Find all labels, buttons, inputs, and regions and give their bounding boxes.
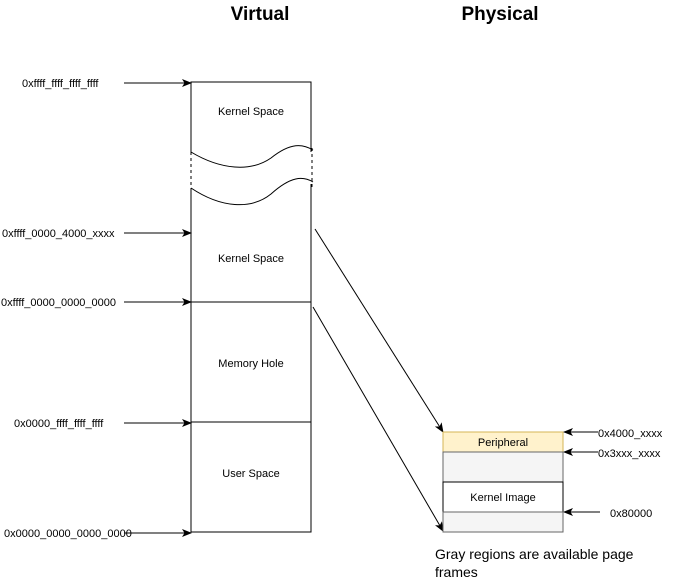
virtual-user-space: User Space	[190, 421, 312, 533]
user-space-label: User Space	[222, 468, 279, 480]
mapping-arrow-kernel	[312, 306, 444, 532]
physical-heading: Physical	[461, 4, 538, 25]
address-label-kernel-4000: 0xffff_0000_4000_xxxx	[2, 228, 115, 240]
phys-address-gray-top: 0x3xxx_xxxx	[598, 448, 661, 460]
physical-free-frames-upper	[442, 451, 564, 483]
kernel-space-top-label: Kernel Space	[218, 106, 284, 118]
address-space-break	[190, 145, 314, 206]
kernel-space-label: Kernel Space	[218, 253, 284, 265]
mapping-arrow-peripheral	[314, 228, 444, 433]
virtual-kernel-space-top: Kernel Space	[190, 81, 312, 152]
address-label-user-top: 0x0000_ffff_ffff_ffff	[14, 418, 104, 430]
virtual-memory-hole: Memory Hole	[190, 301, 312, 423]
phys-address-kernel: 0x80000	[610, 508, 652, 520]
memory-hole-label: Memory Hole	[218, 358, 283, 370]
legend-note: Gray regions are available page frames	[435, 546, 634, 580]
physical-free-frames-lower	[442, 511, 564, 533]
address-label-top: 0xffff_ffff_ffff_ffff	[22, 78, 99, 90]
peripheral-label: Peripheral	[478, 437, 528, 449]
phys-address-peripheral: 0x4000_xxxx	[598, 428, 663, 440]
kernel-image-label: Kernel Image	[470, 492, 535, 504]
address-label-user-base: 0x0000_0000_0000_0000	[4, 528, 132, 540]
address-label-kernel-base: 0xffff_0000_0000_0000	[1, 297, 116, 309]
virtual-heading: Virtual	[231, 4, 290, 25]
virtual-kernel-space: Kernel Space	[190, 184, 312, 303]
